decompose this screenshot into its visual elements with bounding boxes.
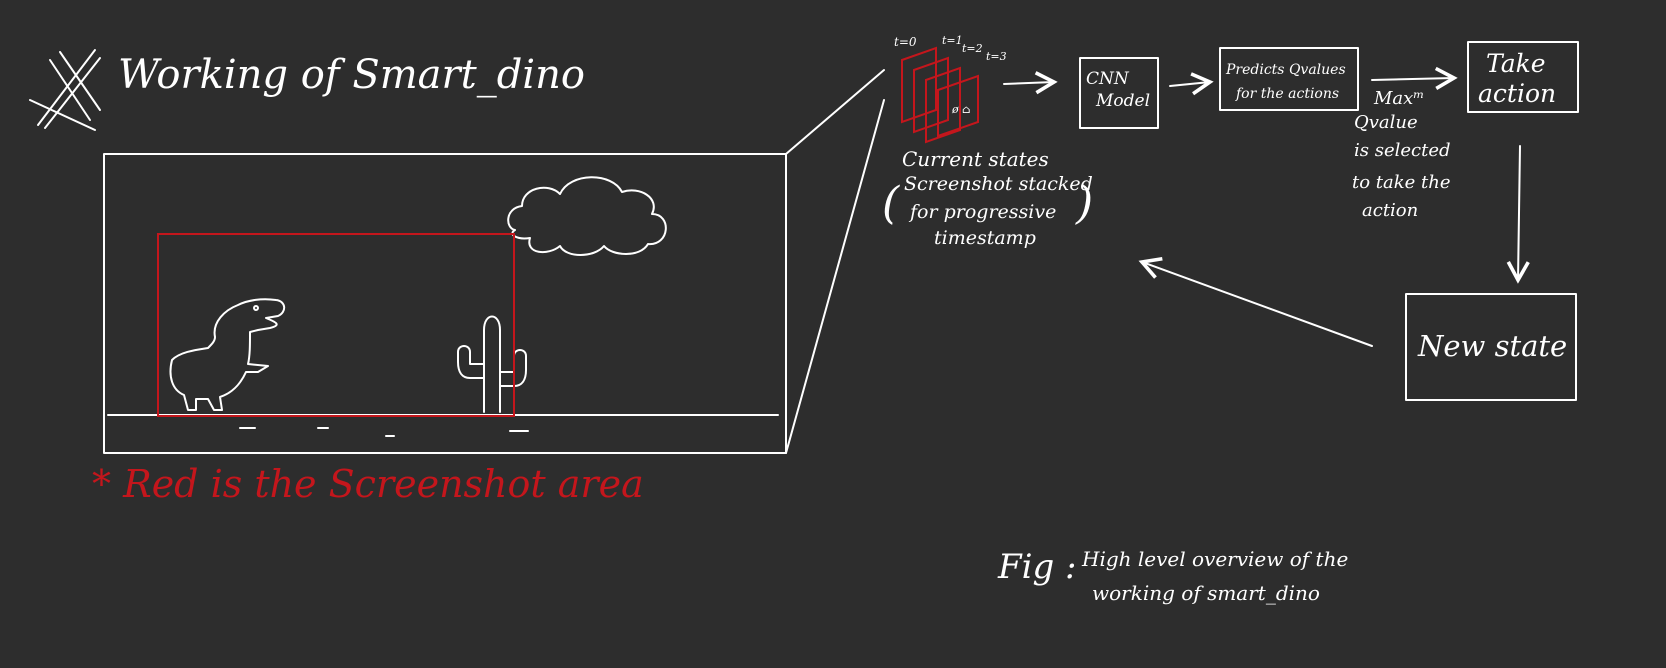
arrow-frames-to-cnn: [1003, 71, 1058, 95]
max-qvalue-line5: action: [1362, 200, 1418, 221]
current-states-line1: Screenshot stacked: [904, 173, 1093, 195]
max-qvalue-line1: Maxᵐ: [1373, 88, 1424, 109]
predict-qvalues-line2: for the actions: [1235, 86, 1339, 102]
screenshot-area-highlight: [157, 233, 515, 417]
arrow-newstate-to-states: [1138, 257, 1373, 347]
current-states-close-paren: ): [1075, 178, 1093, 229]
arrow-action-to-newstate: [1506, 145, 1530, 284]
caption-line1: High level overview of the: [1081, 547, 1348, 571]
dino-icon: [169, 298, 286, 411]
take-action-line2: action: [1478, 79, 1556, 108]
take-action-box: [1467, 41, 1579, 113]
new-state-label: New state: [1417, 329, 1567, 363]
game-screen: [103, 153, 787, 454]
current-states-line3: timestamp: [934, 227, 1036, 249]
cnn-model-line2: Model: [1095, 91, 1150, 111]
diagram-title: Working of Smart_dino: [118, 52, 585, 98]
frame-label-t0: t=0: [894, 35, 917, 49]
stacked-frames: ø ⌂: [901, 46, 979, 144]
caption-prefix: Fig :: [997, 547, 1077, 587]
new-state-box: [1405, 293, 1577, 401]
zoom-line-bottom: [785, 99, 885, 454]
screenshot-area-note: * Red is the Screenshot area: [92, 462, 644, 506]
predict-qvalues-line1: Predicts Qvalues: [1225, 62, 1346, 78]
max-qvalue-line3: is selected: [1354, 140, 1451, 161]
current-states-line2: for progressive: [908, 201, 1056, 223]
current-states-heading: Current states: [902, 147, 1049, 171]
take-action-line1: Take: [1486, 49, 1546, 78]
title-mark-icon: [29, 49, 101, 131]
zoom-line-top: [785, 69, 885, 155]
current-states-open-paren: (: [882, 178, 900, 229]
arrow-cnn-to-predict: [1169, 72, 1214, 96]
caption-line2: working of smart_dino: [1092, 581, 1320, 605]
cloud-icon: [507, 176, 667, 256]
frame-label-t2: t=2: [962, 42, 983, 55]
cnn-model-box: [1079, 57, 1159, 129]
max-qvalue-line4: to take the: [1352, 172, 1451, 193]
cnn-model-line1: CNN: [1086, 69, 1130, 89]
frame-label-t1: t=1: [942, 34, 963, 47]
frame-label-t3: t=3: [986, 50, 1007, 63]
predict-qvalues-box: [1219, 47, 1359, 111]
mini-dino-icon: ø ⌂: [951, 103, 971, 116]
arrow-predict-to-action: [1371, 66, 1458, 90]
max-qvalue-line2: Qvalue: [1354, 112, 1418, 133]
cactus-icon: [457, 315, 527, 413]
